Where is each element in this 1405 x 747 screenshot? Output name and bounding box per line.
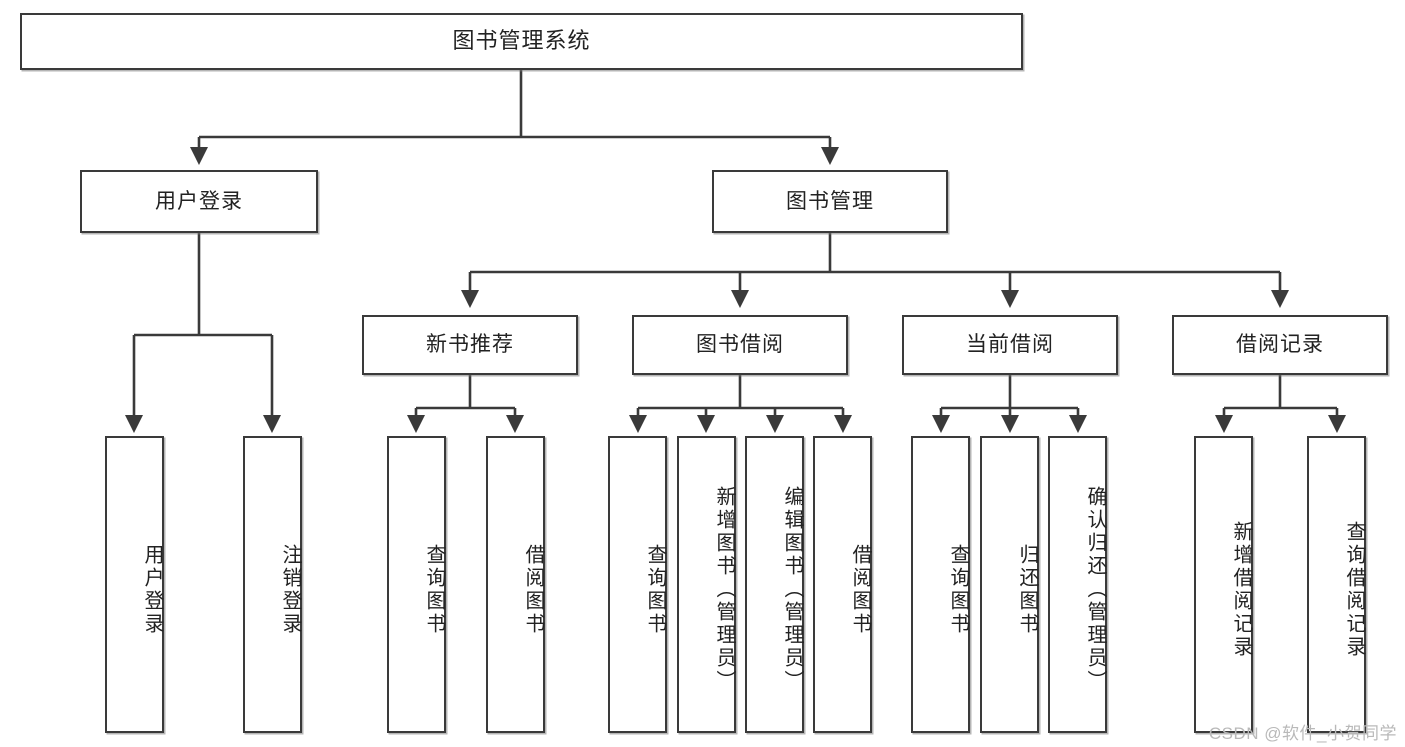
node-leaf-borrow-book-1[interactable]: 借阅图书	[486, 436, 545, 733]
node-leaf-query-book-1[interactable]: 查询图书	[387, 436, 446, 733]
node-label: 用户登录	[155, 189, 243, 213]
node-leaf-edit-book-admin[interactable]: 编辑图书（管理员）	[745, 436, 804, 733]
node-leaf-user-login[interactable]: 用户登录	[105, 436, 164, 733]
node-current-borrow[interactable]: 当前借阅	[902, 315, 1118, 375]
node-label: 借阅图书	[522, 543, 544, 636]
node-label: 图书管理系统	[452, 28, 591, 54]
node-leaf-add-borrow-record[interactable]: 新增借阅记录	[1194, 436, 1253, 733]
node-label: 新书推荐	[426, 333, 514, 357]
node-label: 查询借阅记录	[1343, 520, 1365, 659]
node-label: 确认归还（管理员）	[1084, 486, 1106, 693]
node-label: 查询图书	[947, 543, 969, 636]
watermark-text: CSDN @软件_小贺同学	[1208, 724, 1397, 743]
node-leaf-query-book-3[interactable]: 查询图书	[911, 436, 970, 733]
node-label: 借阅图书	[849, 543, 871, 636]
node-label: 归还图书	[1016, 543, 1038, 636]
node-label: 用户登录	[141, 543, 163, 636]
node-leaf-query-borrow-record[interactable]: 查询借阅记录	[1307, 436, 1366, 733]
node-label: 图书管理	[786, 189, 874, 213]
node-label: 图书借阅	[696, 333, 784, 357]
node-leaf-borrow-book-2[interactable]: 借阅图书	[813, 436, 872, 733]
node-label: 当前借阅	[966, 333, 1054, 357]
node-label: 查询图书	[423, 543, 445, 636]
node-leaf-query-book-2[interactable]: 查询图书	[608, 436, 667, 733]
node-borrow-record[interactable]: 借阅记录	[1172, 315, 1388, 375]
node-root-system[interactable]: 图书管理系统	[20, 13, 1023, 70]
node-label: 新增借阅记录	[1230, 520, 1252, 659]
node-book-borrow[interactable]: 图书借阅	[632, 315, 848, 375]
node-leaf-confirm-return-admin[interactable]: 确认归还（管理员）	[1048, 436, 1107, 733]
node-label: 注销登录	[279, 543, 301, 636]
node-leaf-return-book[interactable]: 归还图书	[980, 436, 1039, 733]
node-book-management[interactable]: 图书管理	[712, 170, 948, 233]
node-label: 查询图书	[644, 543, 666, 636]
node-label: 借阅记录	[1236, 333, 1324, 357]
node-label: 新增图书（管理员）	[713, 486, 735, 693]
node-leaf-add-book-admin[interactable]: 新增图书（管理员）	[677, 436, 736, 733]
node-label: 编辑图书（管理员）	[781, 486, 803, 693]
node-new-book-recommend[interactable]: 新书推荐	[362, 315, 578, 375]
node-leaf-logout-login[interactable]: 注销登录	[243, 436, 302, 733]
node-user-login[interactable]: 用户登录	[80, 170, 318, 233]
